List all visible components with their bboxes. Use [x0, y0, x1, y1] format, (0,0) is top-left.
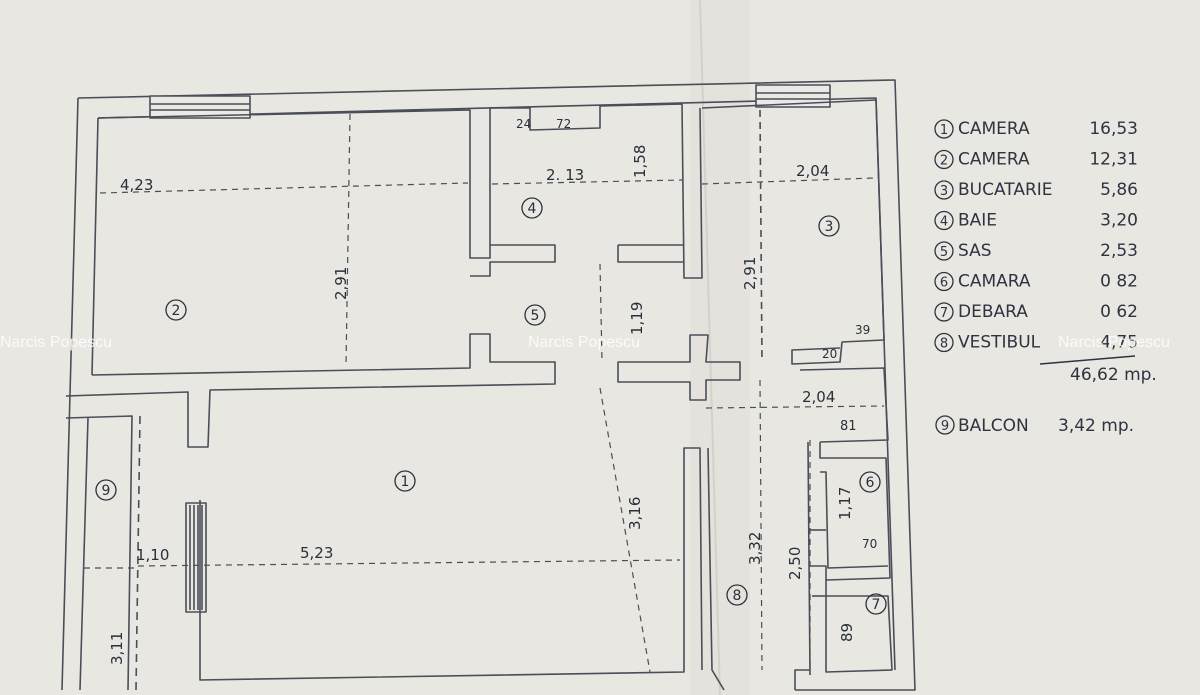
dim-vestibul-inner: 2,50 — [786, 547, 804, 580]
legend-item-area: 16,53 — [1089, 119, 1138, 139]
legend-item-name: VESTIBUL — [958, 333, 1041, 353]
legend-item-name: CAMERA — [958, 119, 1030, 139]
legend-marker — [934, 271, 954, 292]
legend-item-num: 6 — [940, 276, 948, 291]
dim-bath-stub-b: 72 — [556, 117, 571, 131]
legend-total: 46,62 mp. — [1070, 365, 1157, 385]
room-3-label: 3 — [825, 219, 834, 235]
legend-item-num: 3 — [940, 184, 948, 199]
dim-kitchen-notch-a: 39 — [855, 323, 870, 337]
legend-item-area: 2,53 — [1100, 241, 1138, 261]
dim-balcony-width: 1,10 — [136, 546, 169, 564]
dim-kitchen-width: 2,04 — [796, 162, 829, 180]
dim-pantry-height: 1,17 — [836, 487, 854, 520]
room-2-label: 2 — [172, 303, 181, 319]
legend-item-area: 12,31 — [1089, 150, 1138, 170]
dim-balcony-height: 3,11 — [108, 632, 126, 665]
legend-balcony-num: 9 — [941, 419, 949, 434]
dim-room2-width: 4,23 — [120, 176, 153, 194]
legend-item-area: 0 82 — [1100, 272, 1138, 292]
legend-item-area: 4,75 — [1100, 333, 1138, 353]
legend-marker — [934, 119, 954, 139]
legend-marker — [934, 241, 954, 261]
watermark-center: Narcis Popescu — [528, 334, 640, 351]
legend-item-num: 1 — [940, 123, 948, 138]
dim-bath-stub-a: 24 — [516, 117, 531, 131]
dim-kitchen-height: 2,91 — [741, 257, 759, 290]
legend-marker — [934, 332, 954, 353]
dim-vestibul-height: 3,32 — [746, 532, 764, 565]
dim-room2-height: 2,91 — [332, 267, 350, 300]
legend-marker — [934, 180, 954, 200]
legend-marker — [934, 302, 954, 322]
room-6-label: 6 — [866, 475, 875, 491]
legend-item-area: 5,86 — [1100, 180, 1138, 200]
legend-item-name: CAMARA — [958, 272, 1031, 292]
dimension-labels: 4,23 2,91 24 72 2. 13 1,58 1,19 2,04 2,9… — [108, 117, 877, 665]
legend-item-num: 7 — [940, 306, 948, 321]
dim-pantry-width: 70 — [862, 537, 877, 551]
room-markers — [95, 197, 887, 615]
legend-item-name: SAS — [958, 241, 992, 261]
dimension-lines — [84, 113, 885, 673]
legend-item-num: 4 — [940, 215, 948, 230]
room-5-label: 5 — [531, 308, 540, 324]
room-7-label: 7 — [872, 597, 881, 613]
legend-marker — [934, 210, 954, 231]
dim-corridor-width: 2,04 — [802, 388, 835, 406]
watermarks: Narcis Popescu Narcis Popescu Narcis Pop… — [0, 334, 1170, 351]
dim-kitchen-notch-b: 20 — [822, 347, 837, 361]
dim-room1-width: 5,23 — [300, 544, 333, 562]
room-9-label: 9 — [102, 483, 111, 499]
legend-item-name: BUCATARIE — [958, 180, 1053, 200]
legend-balcony-name: BALCON — [958, 416, 1029, 436]
legend-item-name: DEBARA — [958, 302, 1028, 322]
legend-item-num: 5 — [940, 245, 948, 260]
dim-room1-height: 3,16 — [626, 497, 644, 530]
legend-balcony-area: 3,42 mp. — [1058, 416, 1134, 436]
legend-marker — [934, 149, 954, 170]
walls — [61, 79, 916, 691]
watermark-left: Narcis Popescu — [0, 334, 112, 351]
legend-item-num: 8 — [940, 337, 948, 352]
watermark-right: Narcis Popescu — [1058, 334, 1170, 351]
dim-storage-height: 89 — [838, 623, 856, 642]
dim-hall5-height: 1,19 — [628, 302, 646, 335]
dim-bath-width: 2. 13 — [546, 166, 584, 184]
legend-item-area: 3,20 — [1100, 211, 1138, 231]
room-numbers: 1 2 3 4 5 6 7 8 9 — [102, 201, 881, 613]
dim-bath-height: 1,58 — [631, 145, 649, 178]
room-4-label: 4 — [528, 201, 537, 217]
total-rule — [1039, 355, 1136, 365]
legend-item-name: CAMERA — [958, 150, 1030, 170]
room-1-label: 1 — [401, 474, 410, 490]
legend-item-area: 0 62 — [1100, 302, 1138, 322]
dim-corridor-stub: 81 — [840, 419, 857, 434]
room-8-label: 8 — [733, 588, 742, 604]
legend-item-num: 2 — [940, 154, 948, 169]
legend-item-name: BAIE — [958, 211, 997, 231]
